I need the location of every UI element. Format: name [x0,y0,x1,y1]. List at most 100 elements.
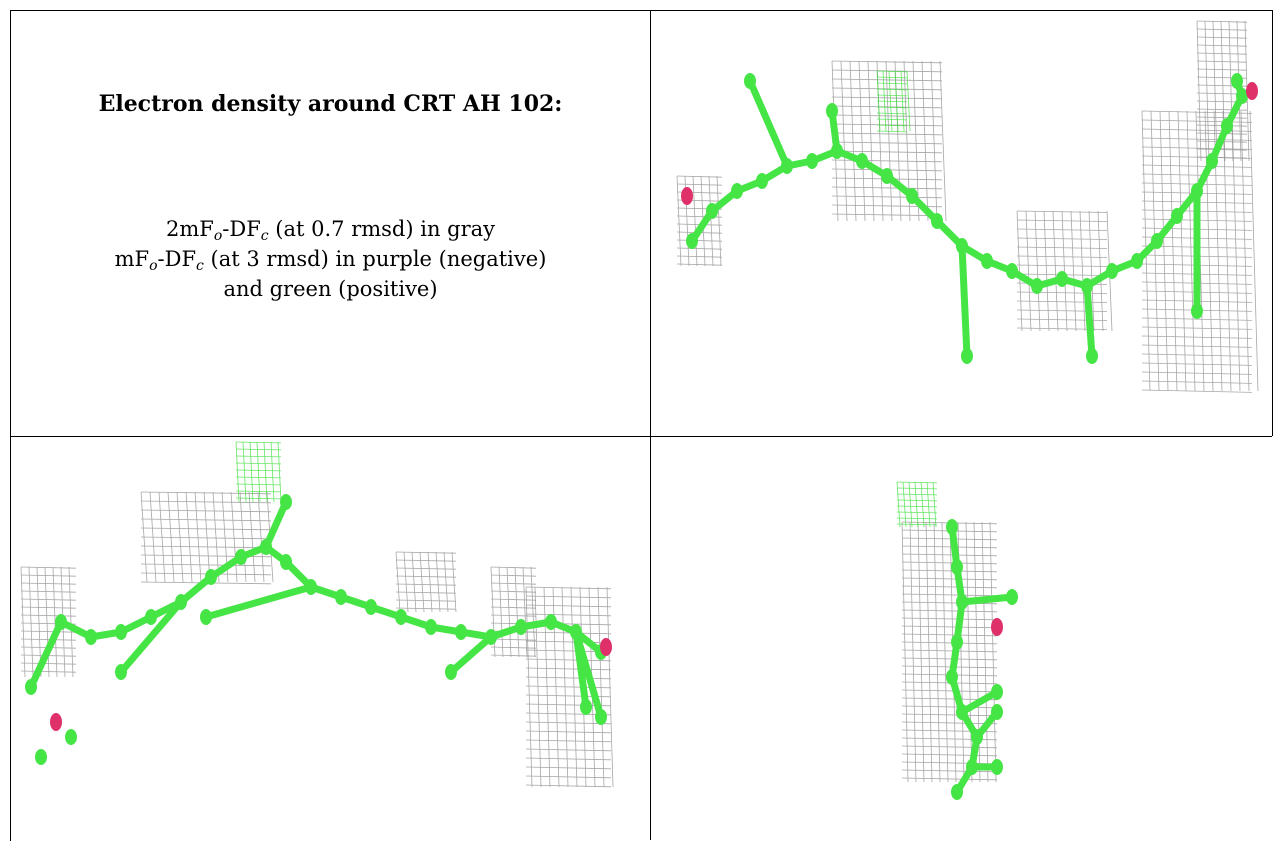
carbon-atom [971,729,983,745]
carbon-atom [831,143,843,159]
caption-line-positive: and green (positive) [223,277,438,301]
carbon-atom [570,624,582,640]
methyl-atom [1231,73,1243,89]
methyl-bond [958,593,1016,606]
carbon-atom [425,619,437,635]
bond [27,618,65,691]
density-mesh-gray [140,491,274,585]
caption-lines: 2mFo-DFc (at 0.7 rmsd) in gray mFo-DFc (… [11,214,650,304]
table-divider-horizontal [10,436,1272,437]
methyl-atom [826,103,838,119]
bonds [688,77,1246,360]
methyl-atom [35,749,47,765]
carbon-atom [906,188,918,204]
carbon-atom [1106,263,1118,279]
methyl-atom [115,664,127,680]
density-mesh-gray [1016,210,1113,332]
methyl-bond [958,242,971,360]
carbon-atom [115,624,127,640]
electron-density-render-top-right [676,20,1259,393]
density-mesh-positive [235,441,282,503]
oxygen-atom [600,638,612,656]
bonds [27,498,605,721]
carbon-atom [1236,88,1248,104]
oxygen-atom [991,618,1003,636]
carbon-atom [365,599,377,615]
carbon-atom [335,589,347,605]
density-mesh-gray [525,586,614,788]
methyl-bond [202,583,315,621]
methyl-atom [1086,348,1098,364]
table-divider-vertical [650,10,651,840]
density-mesh-gray [490,566,537,658]
density-mesh-gray [676,175,723,267]
methyl-atom [595,709,607,725]
methyl-atom [1191,303,1203,319]
methyl-atom [280,494,292,510]
density-mesh-positive [896,481,938,528]
carbon-atom [956,704,968,720]
carbon-atom [806,153,818,169]
carbon-atom [951,784,963,800]
methyl-atom [961,348,973,364]
carbon-atom [545,614,557,630]
carotenoid-chain [25,494,612,731]
carbon-atom [205,569,217,585]
carbon-atom [951,634,963,650]
carbon-atom [1031,278,1043,294]
density-mesh-gray [901,521,998,783]
carbon-atom [1206,153,1218,169]
methyl-bond [746,77,791,170]
methyl-bond [958,688,1001,716]
methyl-atom [991,704,1003,720]
caption-cell: Electron density around CRT AH 102: 2mFo… [11,11,650,436]
carbon-atom [260,539,272,555]
caption-title: Electron density around CRT AH 102: [98,91,563,117]
carotenoid-chain [946,519,1018,800]
carbon-atom [1131,253,1143,269]
table-border-right [1272,10,1273,436]
carbon-atom [55,614,67,630]
carbon-atom [966,759,978,775]
figure-table [10,10,1273,841]
carbon-atom [395,609,407,625]
methyl-atom [991,759,1003,775]
carbon-atom [85,629,97,645]
density-mesh-positive [876,70,911,133]
methyl-atom [991,684,1003,700]
carbon-atom [145,609,157,625]
carbon-atom [25,679,37,695]
carbon-atom [781,158,793,174]
carbon-atom [485,629,497,645]
carbon-atom [1171,208,1183,224]
carbon-atom [175,594,187,610]
carbon-atom [1221,118,1233,134]
carbon-atom [731,183,743,199]
carbon-atom [686,233,698,249]
oxygen-atom [50,713,62,731]
methyl-atom [1006,589,1018,605]
carbon-atom [881,168,893,184]
density-mesh-gray [395,551,457,613]
density-mesh-gray [831,60,947,222]
methyl-atom [744,73,756,89]
caption-line-2fofc: 2mFo-DFc (at 0.7 rmsd) in gray [165,217,496,244]
caption-line-fofc: mFo-DFc (at 3 rmsd) in purple (negative) [114,247,547,274]
electron-density-render-bottom-left [20,441,614,788]
methyl-atom [200,609,212,625]
electron-density-render-bottom-right [896,481,1018,800]
carbon-atom [956,238,968,254]
carbon-atom [706,203,718,219]
molecule-view-bottom-right [652,437,1268,835]
carbon-atom [1006,263,1018,279]
carbon-atom [951,559,963,575]
carbon-atom [981,253,993,269]
carbon-atom [946,669,958,685]
carbon-atom [946,519,958,535]
carbon-atom [931,213,943,229]
methyl-bond [447,633,495,676]
carbon-atom [956,594,968,610]
carbon-atom [305,579,317,595]
carbon-atom [515,619,527,635]
molecule-view-bottom-left [11,437,649,835]
